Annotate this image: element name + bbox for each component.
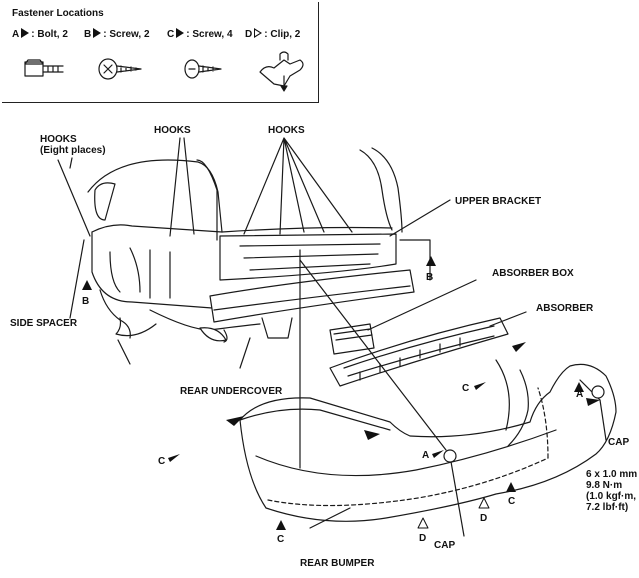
- rear-bumper-part: [239, 359, 617, 522]
- absorber-box-part: [329, 323, 375, 355]
- filled-triangle-icon: [176, 28, 185, 38]
- fastener-c-letter: C: [167, 29, 175, 40]
- marker-b: B: [426, 272, 434, 283]
- hooks-label: HOOKS: [268, 125, 305, 136]
- rear-undercover-label: REAR UNDERCOVER: [180, 386, 283, 397]
- fastener-d-text: : Clip, 2: [264, 29, 301, 40]
- leader-lines: [57, 137, 607, 537]
- fastener-b-text: : Screw, 2: [103, 29, 150, 40]
- marker-c: C: [462, 383, 470, 394]
- side-spacer-label: SIDE SPACER: [10, 318, 78, 329]
- screw-icon: [98, 58, 142, 80]
- fastener-item-a: A : Bolt, 2: [12, 28, 68, 40]
- fastener-markers: [82, 256, 600, 530]
- absorber-label: ABSORBER: [536, 303, 594, 314]
- filled-triangle-icon: [21, 28, 30, 38]
- fastener-item-c: C : Screw, 4: [167, 28, 233, 40]
- open-triangle-icon: [254, 28, 263, 38]
- cap-label: CAP: [434, 540, 456, 551]
- absorber-box-label: ABSORBER BOX: [492, 268, 574, 279]
- marker-a: A: [576, 389, 584, 400]
- marker-d: D: [419, 533, 427, 544]
- fastener-a-letter: A: [12, 29, 20, 40]
- marker-c: C: [277, 534, 285, 545]
- cap-label: CAP: [608, 437, 630, 448]
- fastener-legend-box: Fastener Locations A : Bolt, 2 B : Screw, …: [2, 2, 319, 103]
- rear-bumper-label: REAR BUMPER: [300, 558, 375, 569]
- marker-d: D: [480, 513, 488, 524]
- hooks-label: HOOKS: [154, 125, 191, 136]
- fastener-legend-title: Fastener Locations: [12, 8, 104, 19]
- clip-markers: [417, 497, 490, 529]
- hooks-eight-places-label: (Eight places): [40, 145, 106, 156]
- fastener-item-d: D : Clip, 2: [245, 28, 300, 40]
- cap-icons: [443, 385, 605, 463]
- bolt-icon: [24, 59, 64, 77]
- torque-spec-nm: 9.8 N·m: [586, 480, 623, 491]
- marker-c: C: [508, 496, 516, 507]
- clip-icon: [259, 51, 304, 92]
- fastener-c-text: : Screw, 4: [186, 29, 233, 40]
- fastener-d-letter: D: [245, 29, 253, 40]
- marker-b: B: [82, 296, 90, 307]
- absorber-part: [329, 317, 509, 387]
- vehicle-body: [87, 147, 431, 365]
- torque-spec-kgf: (1.0 kgf·m,: [586, 491, 637, 502]
- torque-spec-size: 6 x 1.0 mm: [586, 469, 638, 480]
- upper-bracket-label: UPPER BRACKET: [455, 196, 542, 207]
- marker-c: C: [158, 456, 166, 467]
- torque-spec-lbf: 7.2 lbf·ft): [586, 502, 629, 513]
- hooks-label: HOOKS: [40, 134, 77, 145]
- filled-triangle-icon: [93, 28, 102, 38]
- fastener-a-text: : Bolt, 2: [31, 29, 68, 40]
- marker-a: A: [422, 450, 430, 461]
- screw-icon: [184, 59, 222, 79]
- fastener-item-b: B : Screw, 2: [84, 28, 150, 40]
- fastener-b-letter: B: [84, 29, 92, 40]
